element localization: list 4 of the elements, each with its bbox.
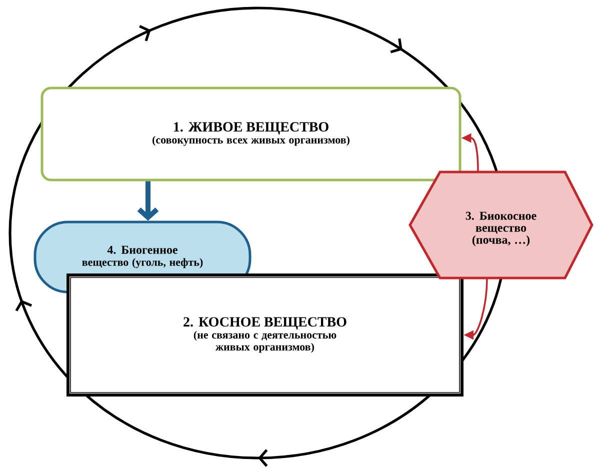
hexagon: 3. Биокосное вещество (почва, …) xyxy=(408,170,594,280)
rectangle-box: 1. ЖИВОЕ ВЕЩЕСТВО (совокупность всех живых организмов) xyxy=(40,86,462,182)
double-bordered-box: 2. КОСНОЕ ВЕЩЕСТВО (не связано с деятельностью живых организмов) xyxy=(66,274,464,396)
arrow xyxy=(137,181,159,221)
